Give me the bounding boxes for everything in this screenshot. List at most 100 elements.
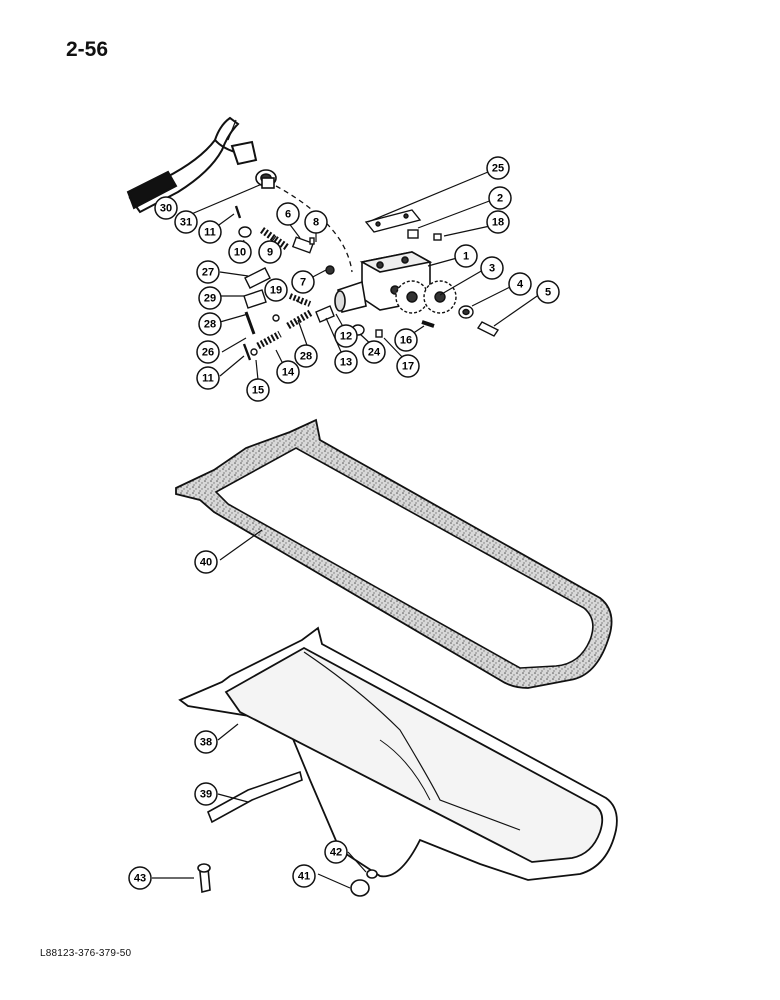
callout-circle: [508, 272, 532, 296]
callout-15: 15: [246, 378, 270, 402]
callout-31: 31: [174, 210, 198, 234]
callout-4: 4: [508, 272, 532, 296]
callout-label: 17: [402, 361, 414, 373]
callout-label: 4: [517, 279, 524, 291]
callout-11: 11: [198, 220, 222, 244]
callout-8: 8: [304, 210, 328, 234]
callout-17: 17: [396, 354, 420, 378]
callout-circle: [198, 220, 222, 244]
relief-valve-parts: [234, 205, 435, 361]
callout-circle: [362, 340, 386, 364]
callout-label: 13: [340, 357, 352, 369]
callout-circle: [228, 240, 252, 264]
callout-circle: [276, 360, 300, 384]
callout-circle: [324, 840, 348, 864]
callout-11: 11: [196, 366, 220, 390]
callout-circle: [194, 550, 218, 574]
callout-group: 1234567891011111213141516171819242526272…: [128, 156, 560, 890]
callout-circle: [128, 866, 152, 890]
callout-circle: [196, 366, 220, 390]
callout-3: 3: [480, 256, 504, 280]
callout-18: 18: [486, 210, 510, 234]
callout-circle: [174, 210, 198, 234]
callout-label: 7: [300, 277, 306, 289]
callout-label: 42: [330, 847, 342, 859]
callout-label: 18: [492, 217, 504, 229]
callout-circle: [196, 340, 220, 364]
callout-circle: [396, 354, 420, 378]
callout-label: 24: [368, 347, 381, 359]
callout-label: 19: [270, 285, 282, 297]
callout-circle: [246, 378, 270, 402]
callout-2: 2: [488, 186, 512, 210]
callout-circle: [536, 280, 560, 304]
callout-42: 42: [324, 840, 348, 864]
callout-circle: [334, 350, 358, 374]
page-number: 2-56: [66, 38, 109, 61]
callout-12: 12: [334, 324, 358, 348]
pump-gears: [395, 280, 457, 314]
callout-circle: [258, 240, 282, 264]
callout-label: 41: [298, 871, 310, 883]
callout-circle: [486, 156, 510, 180]
callout-39: 39: [194, 782, 218, 806]
callout-label: 12: [340, 331, 352, 343]
callout-38: 38: [194, 730, 218, 754]
drain-plug-parts: [197, 863, 378, 897]
routing-dashed-line: [275, 185, 353, 273]
callout-label: 25: [492, 163, 504, 175]
callout-circle: [304, 210, 328, 234]
callout-circle: [480, 256, 504, 280]
callout-label: 38: [200, 737, 212, 749]
callout-circle: [334, 324, 358, 348]
callout-6: 6: [276, 202, 300, 226]
callout-26: 26: [196, 340, 220, 364]
callout-label: 14: [282, 367, 295, 379]
callout-label: 29: [204, 293, 216, 305]
callout-circle: [154, 196, 178, 220]
adapter-fitting: [255, 169, 277, 189]
callout-label: 5: [545, 287, 551, 299]
callout-label: 31: [180, 217, 192, 229]
callout-label: 15: [252, 385, 264, 397]
callout-circle: [198, 312, 222, 336]
callout-29: 29: [198, 286, 222, 310]
callout-label: 2: [497, 193, 503, 205]
callout-27: 27: [196, 260, 220, 284]
callout-30: 30: [154, 196, 178, 220]
callout-label: 26: [202, 347, 214, 359]
oil-pickup-tube: [126, 116, 258, 214]
callout-label: 40: [200, 557, 212, 569]
end-seal-strip: [206, 770, 303, 824]
callout-circle: [488, 186, 512, 210]
callout-9: 9: [258, 240, 282, 264]
callout-circle: [198, 286, 222, 310]
callout-7: 7: [291, 270, 315, 294]
callout-label: 9: [267, 247, 273, 259]
callout-circle: [454, 244, 478, 268]
callout-13: 13: [334, 350, 358, 374]
callout-circle: [294, 344, 318, 368]
callout-41: 41: [292, 864, 316, 888]
callout-circle: [194, 782, 218, 806]
callout-label: 39: [200, 789, 212, 801]
callout-43: 43: [128, 866, 152, 890]
plate-and-bushings: [364, 209, 442, 241]
callout-16: 16: [394, 328, 418, 352]
callout-1: 1: [454, 244, 478, 268]
callout-25: 25: [486, 156, 510, 180]
callout-label: 43: [134, 873, 146, 885]
callout-circle: [486, 210, 510, 234]
callout-14: 14: [276, 360, 300, 384]
callout-circle: [194, 730, 218, 754]
footer-code: L88123-376-379-50: [40, 948, 132, 959]
callout-label: 6: [285, 209, 291, 221]
callout-label: 30: [160, 203, 172, 215]
callout-circle: [276, 202, 300, 226]
oil-pan-gasket: [175, 418, 613, 689]
callout-label: 16: [400, 335, 412, 347]
callout-28: 28: [198, 312, 222, 336]
callout-19: 19: [264, 278, 288, 302]
callout-28: 28: [294, 344, 318, 368]
